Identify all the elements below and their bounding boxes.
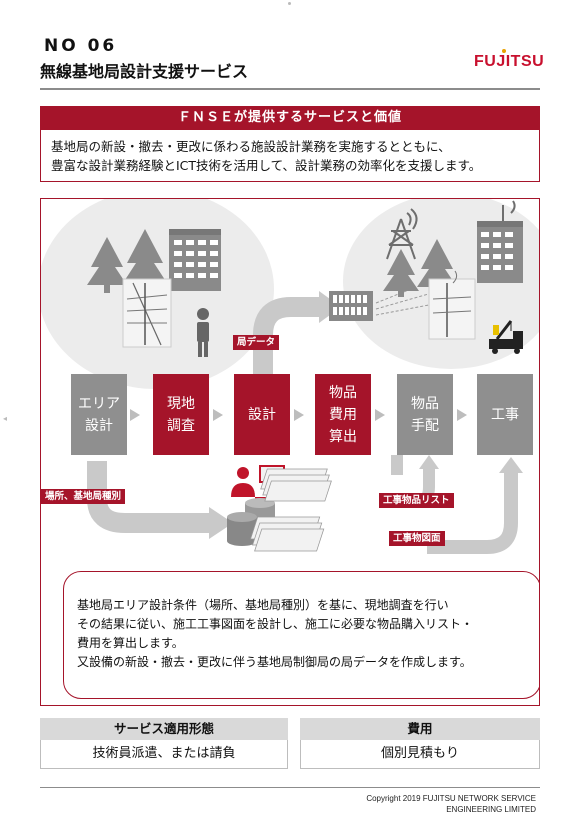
doc-number: NO 06 (44, 36, 118, 56)
page-marker-dot (288, 2, 291, 5)
logo-accent-dot (502, 49, 506, 53)
parts-list-tag: 工事物品リスト (379, 493, 454, 508)
service-flow-diagram: エリア 設計 現地 調査 設計 物品 費用 算出 物品 手配 工事 局データ 場… (40, 198, 540, 706)
step-label: 現地 調査 (167, 395, 195, 434)
step-area-design: エリア 設計 (71, 374, 127, 455)
document-stack-icon (260, 468, 332, 502)
step-site-survey: 現地 調査 (153, 374, 209, 455)
building-icon (477, 200, 523, 283)
person-phone-icon (197, 308, 209, 357)
step-label: 物品 手配 (411, 395, 439, 434)
fujitsu-logo: FUJITSU (474, 53, 545, 70)
antenna-icon (428, 270, 476, 340)
step-label: 設計 (248, 406, 276, 423)
footer-divider (40, 787, 540, 788)
description-line-2: その結果に従い、施工工事図面を設計し、施工に必要な物品購入リスト・ (77, 617, 474, 631)
step-cost-calc: 物品 費用 算出 (315, 374, 371, 455)
page-title: 無線基地局設計支援サービス (40, 62, 249, 81)
step-construction: 工事 (477, 374, 533, 455)
page-side-marker: ◂ (3, 414, 8, 423)
server-icon (329, 291, 373, 321)
step-procurement: 物品 手配 (397, 374, 453, 455)
service-form-value: 技術員派遣、または請負 (40, 740, 288, 769)
crane-truck-icon (489, 320, 523, 354)
antenna-icon (122, 278, 172, 348)
value-text-line-1: 基地局の新設・撤去・更改に係わる施設設計業務を実施するとともに、 (51, 139, 451, 154)
diagram-artwork (41, 199, 539, 554)
copyright: Copyright 2019 FUJITSU NETWORK SERVICE E… (366, 794, 536, 814)
document-stack-icon (249, 516, 325, 552)
value-text-line-2: 豊富な設計業務経験とICT技術を活用して、設計業務の効率化を支援します。 (51, 158, 482, 173)
building-icon (169, 229, 221, 291)
location-type-tag: 場所、基地局種別 (41, 489, 126, 504)
value-section-body: 基地局の新設・撤去・更改に係わる施設設計業務を実施するとともに、 豊富な設計業務… (40, 130, 540, 182)
step-label: 物品 費用 算出 (329, 384, 357, 445)
tree-icon (383, 249, 419, 297)
station-data-tag: 局データ (233, 335, 280, 350)
description-callout: 基地局エリア設計条件（場所、基地局種別）を基に、現地調査を行い その結果に従い、… (63, 571, 539, 699)
cost-value: 個別見積もり (300, 740, 540, 769)
service-form-heading: サービス適用形態 (40, 718, 288, 740)
value-section-heading: ＦＮＳＥが提供するサービスと価値 (40, 106, 540, 130)
cost-heading: 費用 (300, 718, 540, 740)
step-label: 工事 (491, 406, 519, 423)
header-divider (40, 88, 540, 90)
description-line-3: 費用を算出します。 (77, 636, 184, 650)
drawing-tag: 工事物図面 (389, 531, 445, 546)
description-line-1: 基地局エリア設計条件（場所、基地局種別）を基に、現地調査を行い (77, 598, 449, 612)
tree-icon (87, 237, 127, 293)
step-design: 設計 (234, 374, 290, 455)
transmission-tower-icon (386, 208, 418, 260)
description-line-4: 又設備の新設・撤去・更改に伴う基地局制御局の局データを作成します。 (77, 655, 472, 669)
step-label: エリア 設計 (78, 395, 120, 434)
